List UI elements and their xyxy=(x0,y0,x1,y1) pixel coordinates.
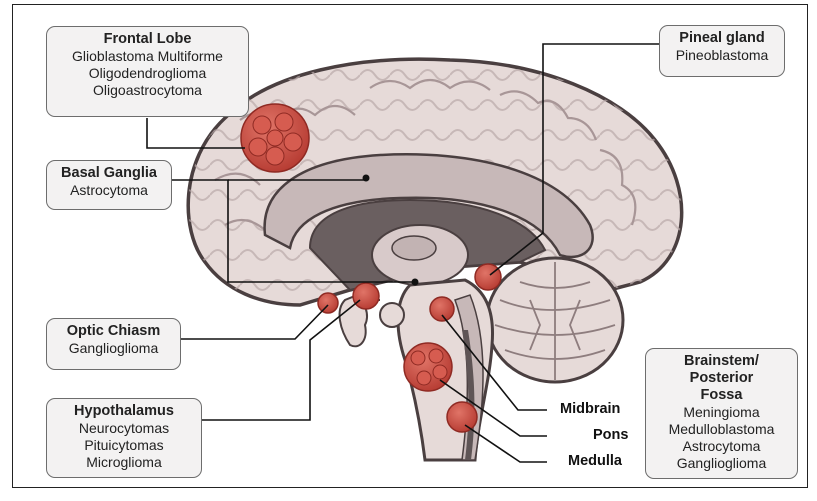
frontal-title: Frontal Lobe xyxy=(53,31,242,48)
brainstem-title: Fossa xyxy=(652,387,791,404)
label-midbrain: Midbrain xyxy=(560,401,620,417)
frontal-item: Oligodendroglioma xyxy=(53,65,242,82)
tumor-optic xyxy=(318,293,338,313)
optic-title: Optic Chiasm xyxy=(53,323,174,340)
label-frontal-lobe: Frontal Lobe Glioblastoma Multiforme Oli… xyxy=(46,26,249,117)
label-hypothalamus: Hypothalamus Neurocytomas Pituicytomas M… xyxy=(46,398,202,478)
brainstem-item: Astrocytoma xyxy=(652,438,791,455)
hypothalamus-item: Pituicytomas xyxy=(53,437,195,454)
hypothalamus-item: Neurocytomas xyxy=(53,420,195,437)
basal-title: Basal Ganglia xyxy=(53,165,165,182)
brainstem-item: Medulloblastoma xyxy=(652,421,791,438)
pineal-item: Pineoblastoma xyxy=(666,47,778,64)
brainstem-item: Ganglioglioma xyxy=(652,455,791,472)
optic-item: Ganglioglioma xyxy=(53,340,174,357)
label-brainstem-posterior-fossa: Brainstem/ Posterior Fossa Meningioma Me… xyxy=(645,348,798,479)
frontal-item: Oligoastrocytoma xyxy=(53,82,242,99)
brainstem-title: Brainstem/ xyxy=(652,353,791,370)
label-pineal-gland: Pineal gland Pineoblastoma xyxy=(659,25,785,77)
label-medulla: Medulla xyxy=(568,453,622,469)
pineal-title: Pineal gland xyxy=(666,30,778,47)
brainstem-item: Meningioma xyxy=(652,404,791,421)
hypothalamus-item: Microglioma xyxy=(53,454,195,471)
basal-item: Astrocytoma xyxy=(53,182,165,199)
label-pons: Pons xyxy=(593,427,628,443)
tumor-midbrain xyxy=(430,297,454,321)
tumor-pineal xyxy=(475,264,501,290)
label-optic-chiasm: Optic Chiasm Ganglioglioma xyxy=(46,318,181,370)
hypothalamus-title: Hypothalamus xyxy=(53,403,195,420)
tumor-hypothalamus xyxy=(353,283,379,309)
brainstem-title: Posterior xyxy=(652,370,791,387)
label-basal-ganglia: Basal Ganglia Astrocytoma xyxy=(46,160,172,210)
tumor-medulla xyxy=(447,402,477,432)
frontal-item: Glioblastoma Multiforme xyxy=(53,48,242,65)
